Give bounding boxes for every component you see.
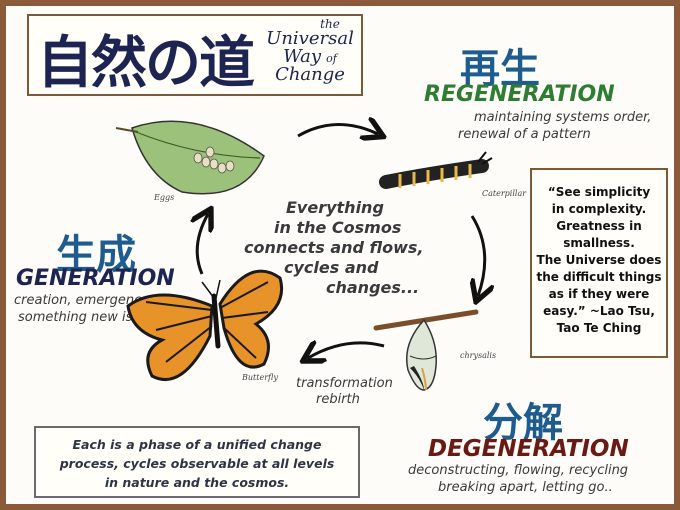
poster-canvas: 自然の道 the Universal Way of Change 再生 REGE… bbox=[6, 6, 674, 504]
quote-line: Tao Te Ching bbox=[556, 321, 642, 335]
title-way-of: Way of bbox=[261, 48, 359, 66]
summary-line-3: in nature and the cosmos. bbox=[104, 475, 290, 490]
generation-desc-1: creation, emergence bbox=[14, 293, 150, 308]
center-line-3: connects and flows, bbox=[244, 238, 424, 257]
arrow-caterpillar-to-chrysalis bbox=[472, 215, 485, 296]
regeneration-kanji: 再生 bbox=[460, 45, 540, 92]
quote-box: “See simplicity in complexity. Greatness… bbox=[530, 168, 668, 358]
degeneration-desc-2: breaking apart, letting go.. bbox=[438, 480, 613, 495]
arrow-chrysalis-to-butterfly bbox=[308, 343, 385, 358]
quote-line: smallness. bbox=[563, 236, 635, 250]
arrow-eggs-to-caterpillar bbox=[297, 124, 378, 136]
title-subtitle: the Universal Way of Change bbox=[261, 18, 359, 84]
transformation-label: transformation bbox=[296, 376, 393, 391]
butterfly-illustration bbox=[126, 269, 283, 382]
regeneration-desc-1: maintaining systems order, bbox=[474, 110, 652, 125]
eggs-label: Eggs bbox=[153, 193, 174, 202]
center-line-4: cycles and bbox=[284, 258, 379, 277]
summary-line-1: Each is a phase of a unified change bbox=[72, 437, 322, 452]
center-line-2: in the Cosmos bbox=[274, 218, 402, 237]
degeneration-desc-1: deconstructing, flowing, recycling bbox=[408, 463, 629, 478]
generation-title: GENERATION bbox=[16, 266, 175, 291]
quote-line: easy.” ~Lao Tsu, bbox=[543, 304, 655, 318]
title-way: Way bbox=[283, 46, 322, 67]
chrysalis-label: chrysalis bbox=[460, 351, 496, 360]
chrysalis-illustration bbox=[373, 309, 479, 391]
generation-kanji: 生成 bbox=[56, 231, 136, 278]
quote-line: as if they were bbox=[548, 287, 650, 301]
center-line-5: changes... bbox=[326, 278, 420, 297]
title-universal: Universal bbox=[266, 28, 354, 49]
title-kanji: 自然の道 bbox=[37, 30, 255, 96]
rebirth-label: rebirth bbox=[316, 392, 360, 407]
title-box: 自然の道 the Universal Way of Change bbox=[27, 14, 363, 96]
cycle-illustration: Eggs Caterpillar chrysalis Butterfly bbox=[115, 6, 527, 391]
butterfly-label: Butterfly bbox=[241, 373, 278, 382]
summary-box: Each is a phase of a unified change proc… bbox=[34, 426, 360, 498]
center-line-1: Everything bbox=[286, 198, 384, 217]
caterpillar-illustration bbox=[379, 151, 493, 189]
regeneration-desc-2: renewal of a pattern bbox=[458, 127, 591, 142]
quote-line: “See simplicity bbox=[547, 185, 651, 199]
title-of: of bbox=[326, 52, 337, 65]
quote-line: the difficult things bbox=[536, 270, 662, 284]
degeneration-title: DEGENERATION bbox=[428, 436, 629, 462]
caterpillar-label: Caterpillar bbox=[482, 189, 527, 198]
regeneration-title: REGENERATION bbox=[424, 82, 615, 107]
title-change: Change bbox=[275, 64, 345, 85]
summary-line-2: process, cycles observable at all levels bbox=[59, 456, 335, 471]
degeneration-kanji: 分解 bbox=[483, 399, 563, 446]
arrow-butterfly-to-eggs bbox=[197, 214, 208, 275]
quote-line: The Universe does bbox=[536, 253, 662, 267]
quote-line: in complexity. bbox=[551, 202, 647, 216]
eggs-leaf-illustration bbox=[115, 120, 265, 195]
title-the: the bbox=[320, 17, 340, 31]
quote-line: Greatness in bbox=[556, 219, 642, 233]
